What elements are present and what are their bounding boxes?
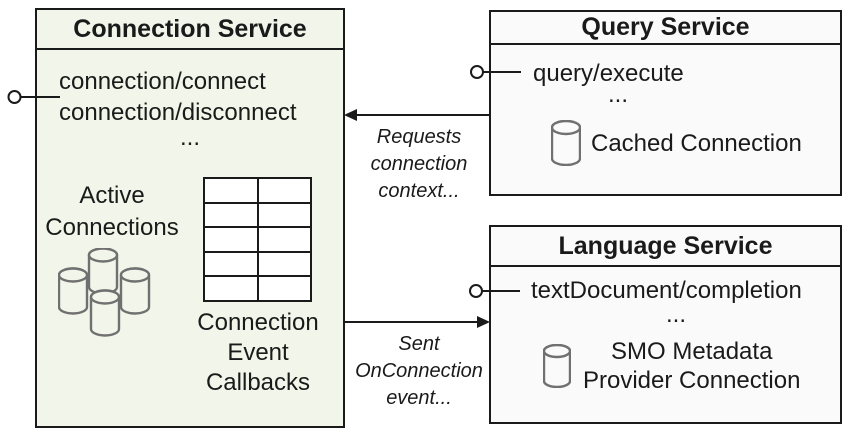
callbacks-line1: Connection — [197, 309, 319, 336]
requests-label-line1: Requests — [376, 126, 462, 148]
table-cell — [205, 252, 257, 276]
connection-methods-ellipsis: ... — [179, 124, 200, 151]
cached-connection-label: Cached Connection — [591, 129, 802, 157]
sent-label-line3: event... — [386, 387, 452, 409]
sent-event-arrow-icon — [345, 316, 490, 328]
textdocument-completion-method: textDocument/completion — [531, 277, 802, 304]
connection-event-callbacks-label: Connection Event Callbacks — [183, 308, 333, 398]
table-cell — [205, 179, 257, 202]
active-connections-line1: Active — [79, 182, 145, 209]
smo-metadata-row: SMO Metadata Provider Connection — [543, 337, 800, 395]
language-service-box: Language Service textDocument/completion… — [489, 225, 842, 424]
smo-metadata-line1: SMO Metadata — [611, 338, 773, 365]
query-service-title: Query Service — [491, 12, 840, 45]
sent-onconnection-event-label: Sent OnConnection event... — [352, 331, 486, 412]
callbacks-line3: Callbacks — [205, 369, 311, 396]
active-connections-line2: Connections — [45, 214, 179, 241]
query-execute-method: query/execute — [533, 60, 684, 87]
language-methods-ellipsis: ... — [665, 301, 686, 328]
query-methods-ellipsis: ... — [607, 81, 628, 108]
smo-metadata-line2: Provider Connection — [583, 367, 801, 394]
table-cell — [258, 203, 310, 227]
table-cell — [205, 277, 257, 300]
table-cell — [258, 252, 310, 276]
connection-service-box: Connection Service connection/connect co… — [35, 8, 345, 428]
sent-label-line2: OnConnection — [355, 360, 483, 382]
active-connections-label: Active Connections — [37, 180, 187, 244]
table-cell — [258, 277, 310, 300]
connection-disconnect-method: connection/disconnect — [59, 99, 297, 126]
callbacks-line2: Event — [227, 339, 289, 366]
requests-arrow-icon — [344, 109, 489, 121]
table-cell — [205, 203, 257, 227]
sent-label-line1: Sent — [398, 333, 440, 355]
smo-metadata-label: SMO Metadata Provider Connection — [583, 337, 800, 395]
query-service-box: Query Service query/execute ... Cached C… — [489, 10, 842, 196]
table-cell — [258, 179, 310, 202]
requests-label-line3: context... — [378, 180, 460, 202]
requests-label-line2: connection — [370, 153, 468, 175]
active-connections-cylinders-icon — [58, 248, 151, 338]
database-cylinder-icon — [551, 120, 581, 166]
database-cylinder-icon — [543, 344, 571, 388]
table-cell — [258, 228, 310, 251]
cached-connection-row: Cached Connection — [551, 120, 802, 166]
connection-service-title: Connection Service — [37, 10, 343, 50]
table-cell — [205, 228, 257, 251]
requests-connection-context-label: Requests connection context... — [352, 124, 486, 205]
callback-table-icon — [203, 177, 312, 302]
language-service-title: Language Service — [491, 227, 840, 267]
connection-connect-method: connection/connect — [59, 68, 266, 95]
